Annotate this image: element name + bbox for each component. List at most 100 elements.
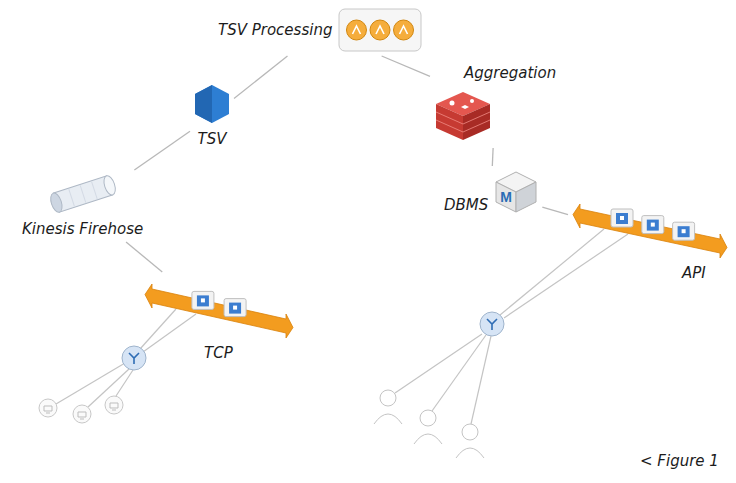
database-left	[496, 182, 516, 212]
connector	[382, 56, 430, 76]
user-body	[456, 448, 484, 458]
handwritten-label: Aggregation	[464, 64, 556, 82]
server-instance	[394, 20, 414, 40]
stream-hexagon	[195, 85, 229, 123]
service-node: API	[568, 192, 732, 286]
figure-caption: < Figure 1	[640, 452, 719, 470]
server-instance-glyph	[400, 26, 408, 34]
handwritten-label: API	[682, 264, 706, 282]
service-icon-drawing	[194, 84, 230, 124]
firehose-end	[48, 192, 64, 214]
handwritten-label: DBMS	[444, 196, 488, 214]
instance-box-body	[224, 299, 246, 317]
wire	[432, 335, 486, 411]
instance-box-face	[197, 295, 209, 306]
service-icon	[338, 8, 422, 52]
instance-box-glyph	[682, 229, 686, 233]
load-balancer	[480, 312, 504, 336]
database-right	[516, 182, 536, 212]
client-device	[105, 396, 123, 414]
scaling-band	[573, 204, 727, 258]
handwritten-label: TCP	[204, 344, 233, 362]
client-glyph	[78, 412, 86, 419]
wire	[500, 229, 604, 315]
server-group-box	[339, 9, 421, 51]
instance-box-body	[611, 209, 633, 227]
instance-box-glyph	[233, 306, 237, 310]
instance-box-glyph	[620, 216, 624, 220]
load-balancer	[122, 346, 146, 370]
service-node: Kinesis Firehose	[18, 170, 147, 242]
cache-dot	[461, 105, 469, 109]
service-icon: M	[494, 170, 538, 214]
service-icon-drawing	[144, 276, 294, 338]
wire	[140, 309, 176, 349]
server-instance	[370, 20, 390, 40]
service-icon	[434, 88, 492, 144]
wire	[143, 314, 196, 352]
service-icon-drawing	[572, 196, 728, 258]
server-instance-glyph	[376, 26, 384, 34]
client-glyph	[44, 406, 52, 413]
service-icon	[572, 196, 728, 258]
client-glyph	[110, 403, 118, 410]
client-device	[73, 405, 91, 423]
service-node: Aggregation	[430, 60, 560, 148]
cache-dot	[450, 101, 455, 106]
wire	[504, 234, 628, 318]
service-icon-drawing	[338, 8, 422, 52]
instance-box	[642, 216, 664, 234]
cache-layers	[436, 112, 490, 132]
user-body	[374, 414, 402, 424]
firehose-end	[101, 174, 117, 196]
connector	[542, 207, 568, 215]
client-device	[39, 399, 57, 417]
firehose-stripe	[91, 182, 97, 199]
wire	[395, 334, 482, 393]
load-balancer-glyph	[487, 319, 497, 330]
load-balancer-glyph	[129, 353, 139, 364]
service-node: DBMS M	[440, 166, 542, 218]
instance-box	[192, 291, 214, 309]
firehose-stripe	[68, 189, 74, 206]
connector	[134, 131, 190, 170]
service-node: TCP	[140, 272, 298, 366]
cache-dot	[470, 99, 474, 103]
scaling-band	[145, 284, 293, 338]
service-icon-drawing	[434, 88, 492, 144]
instance-box	[673, 222, 695, 240]
server-instance	[347, 20, 367, 40]
service-node: TSV	[190, 80, 234, 152]
firehose-stripe	[80, 185, 86, 202]
instance-box-face	[616, 213, 628, 224]
instance-box-body	[642, 216, 664, 234]
firehose-cylinder	[48, 174, 117, 213]
service-icon-drawing	[45, 174, 121, 214]
instance-box-body	[192, 291, 214, 309]
user-head	[462, 424, 478, 440]
instance-box-body	[673, 222, 695, 240]
wire	[471, 336, 491, 424]
user-head	[380, 390, 396, 406]
handwritten-label: TSV Processing	[218, 21, 332, 39]
connector	[234, 56, 287, 99]
service-icon	[194, 84, 230, 124]
instance-box-face	[678, 226, 690, 237]
instance-box	[611, 209, 633, 227]
instance-box-face	[229, 303, 241, 314]
server-instance-glyph	[353, 26, 361, 34]
instance-box-face	[647, 220, 659, 231]
handwritten-label: Kinesis Firehose	[22, 220, 143, 238]
connector	[126, 242, 162, 272]
instance-box-glyph	[651, 223, 655, 227]
connector	[492, 148, 494, 166]
user-head	[420, 410, 436, 426]
instance-box-glyph	[201, 298, 205, 302]
service-node: TSV Processing	[214, 4, 426, 56]
stream-hexagon-shade	[195, 85, 212, 123]
service-icon	[45, 174, 121, 214]
wire	[116, 370, 133, 396]
